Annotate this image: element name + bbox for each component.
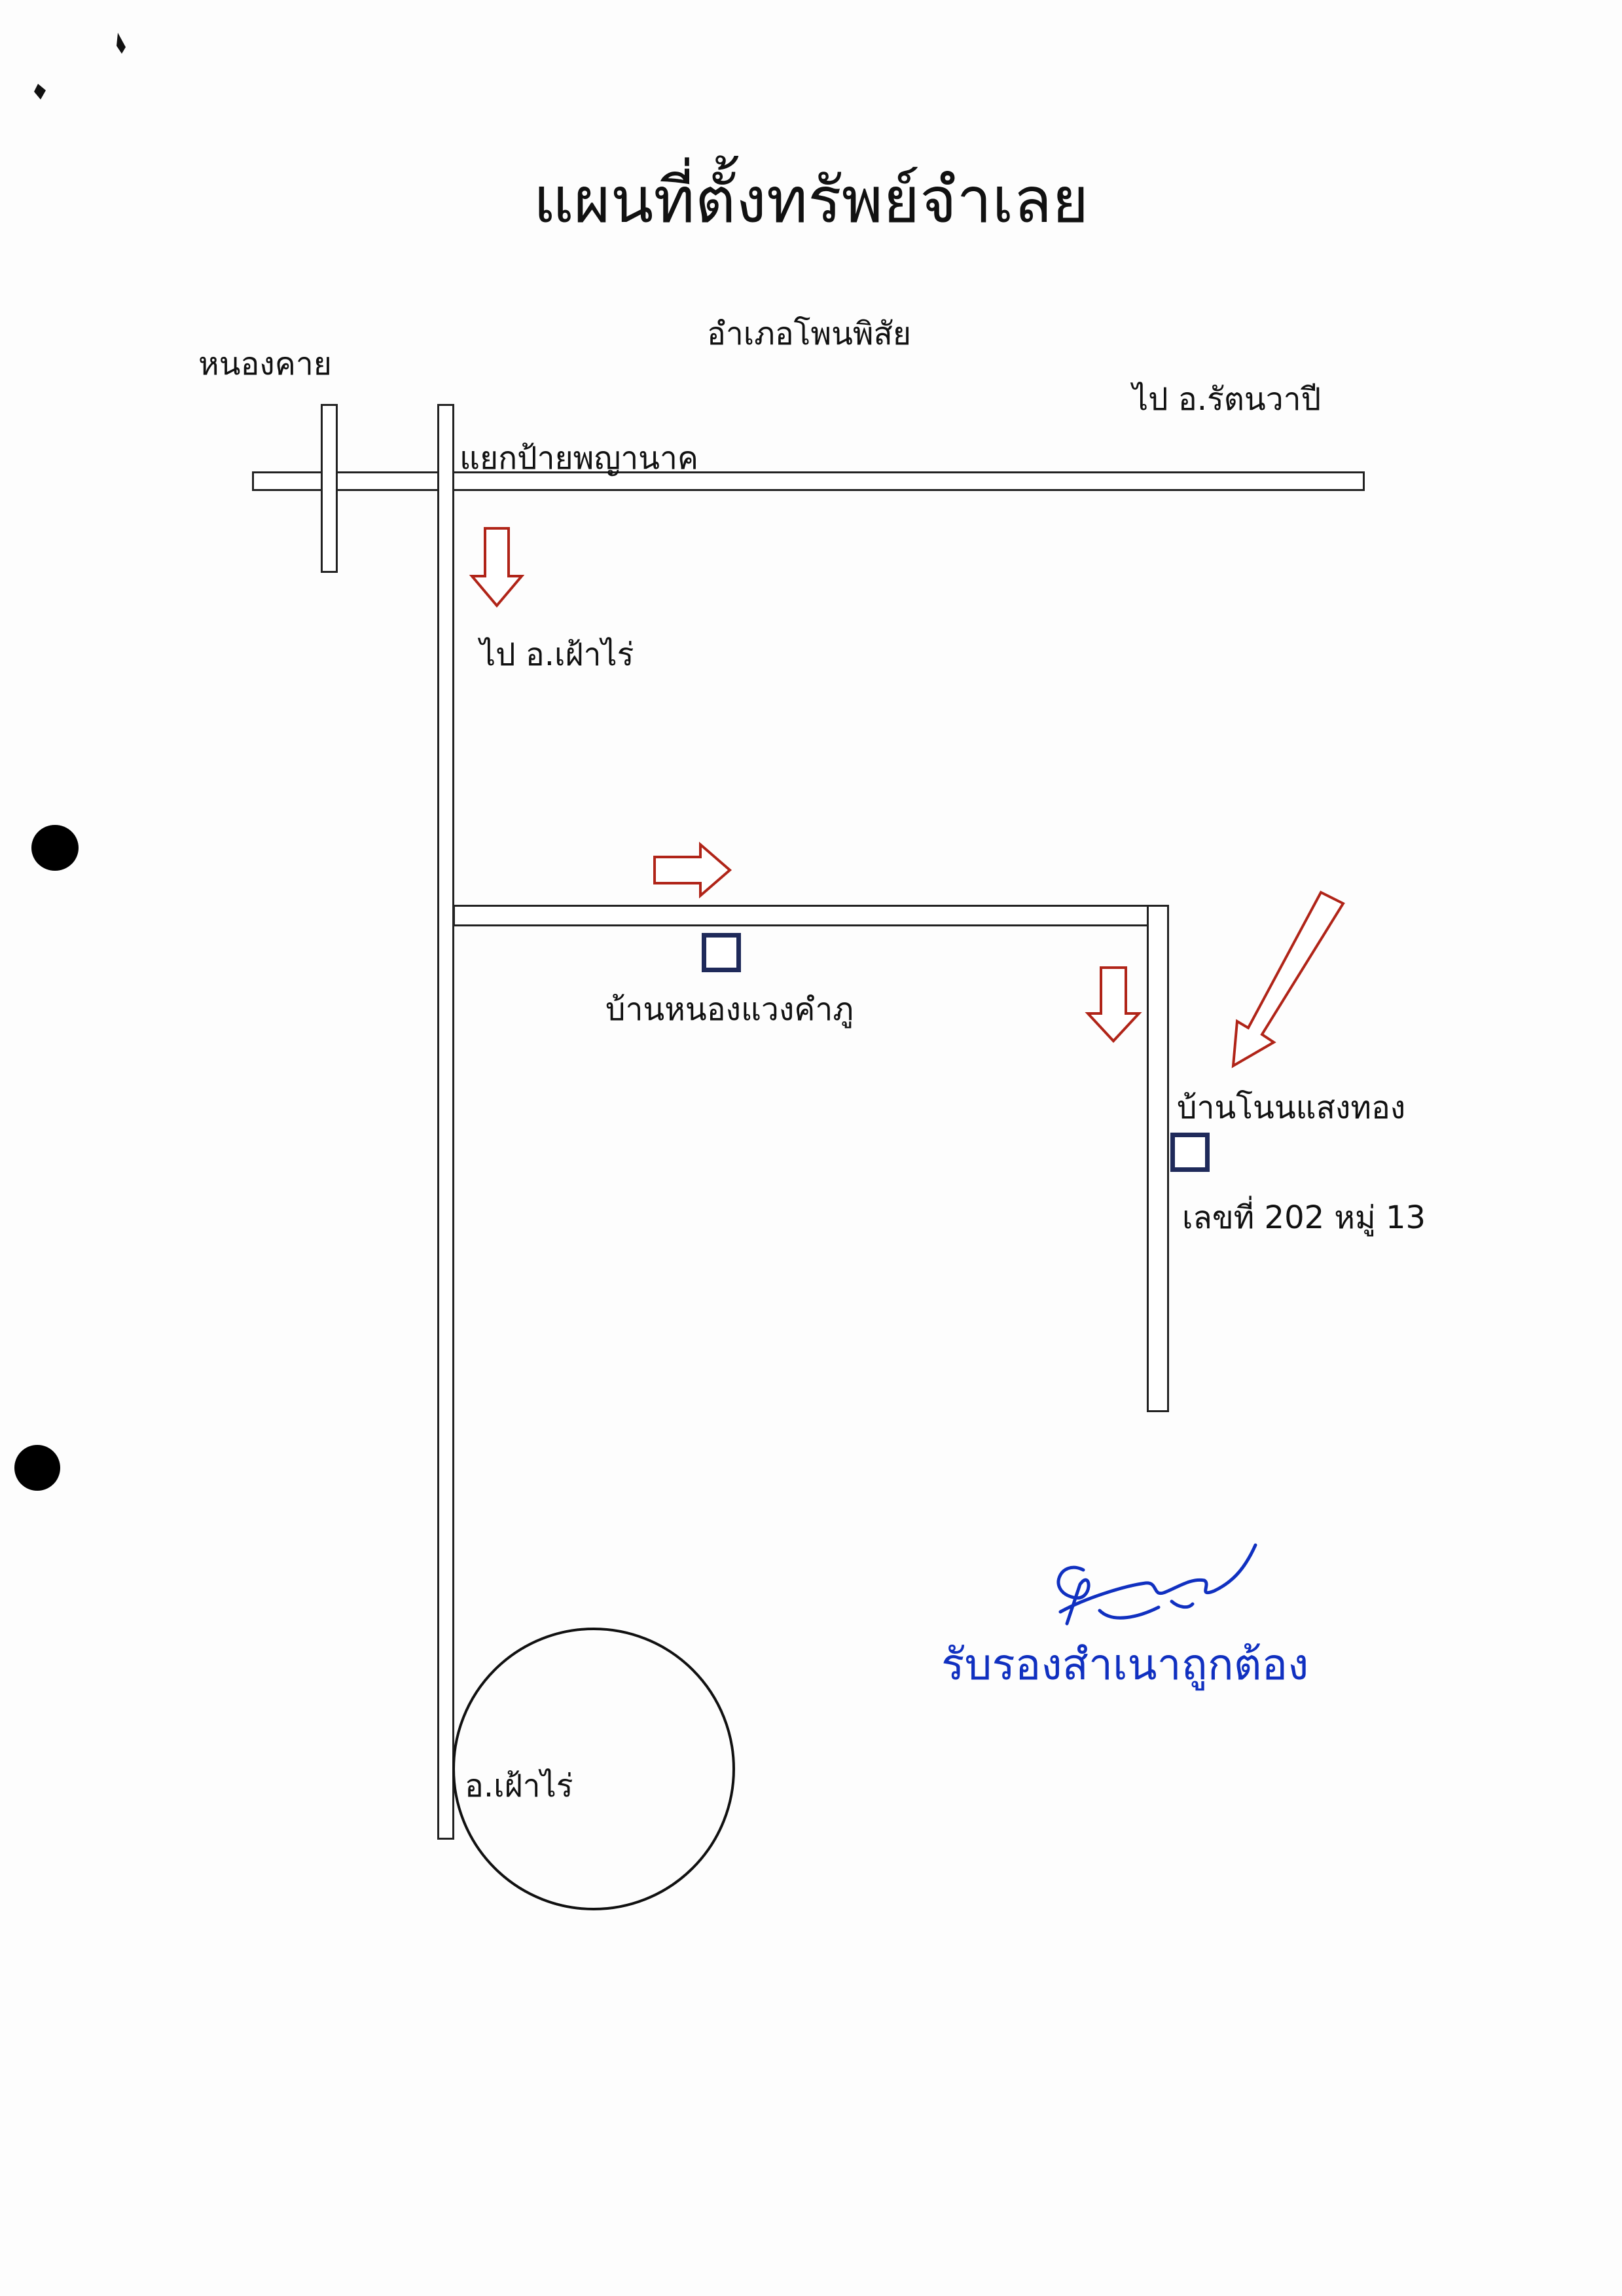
arrow-diagonal-to-village-icon xyxy=(1231,890,1345,1068)
label-junction: แยกป้ายพญานาค xyxy=(460,440,699,477)
road-short-vertical-nong-khai xyxy=(321,404,338,573)
label-village-nong-waeng: บ้านหนองแวงคำภู xyxy=(605,991,854,1028)
punch-hole-bottom xyxy=(14,1445,60,1491)
punch-hole-top xyxy=(31,825,79,871)
label-village-non-saeng-thong: บ้านโนนแสงทอง xyxy=(1177,1089,1406,1126)
arrow-right-branch-icon xyxy=(653,841,732,899)
map-title: แผนที่ตั้งทรัพย์จำเลย xyxy=(533,164,1089,237)
village-marker-non-saeng-thong xyxy=(1170,1133,1210,1172)
label-to-fao-rai: ไป อ.เฝ้าไร่ xyxy=(480,636,634,673)
label-fao-rai-district: อ.เฝ้าไร่ xyxy=(465,1768,573,1804)
arrow-down-branch-icon xyxy=(1085,966,1142,1043)
label-district-phon-phisai: อำเภอโพนพิสัย xyxy=(707,316,911,352)
village-marker-nong-waeng xyxy=(702,933,741,972)
label-nong-khai: หนองคาย xyxy=(198,346,332,382)
road-branch-vertical xyxy=(1147,905,1169,1412)
road-branch-horizontal xyxy=(453,905,1151,926)
label-house-number: เลขที่ 202 หมู่ 13 xyxy=(1182,1199,1426,1236)
arrow-down-to-fao-rai-icon xyxy=(469,527,525,608)
certified-copy-stamp: รับรองสำเนาถูกต้อง xyxy=(941,1639,1309,1690)
road-main-vertical xyxy=(437,404,454,1840)
label-to-rattanawapi: ไป อ.รัตนวาปี xyxy=(1132,381,1322,418)
